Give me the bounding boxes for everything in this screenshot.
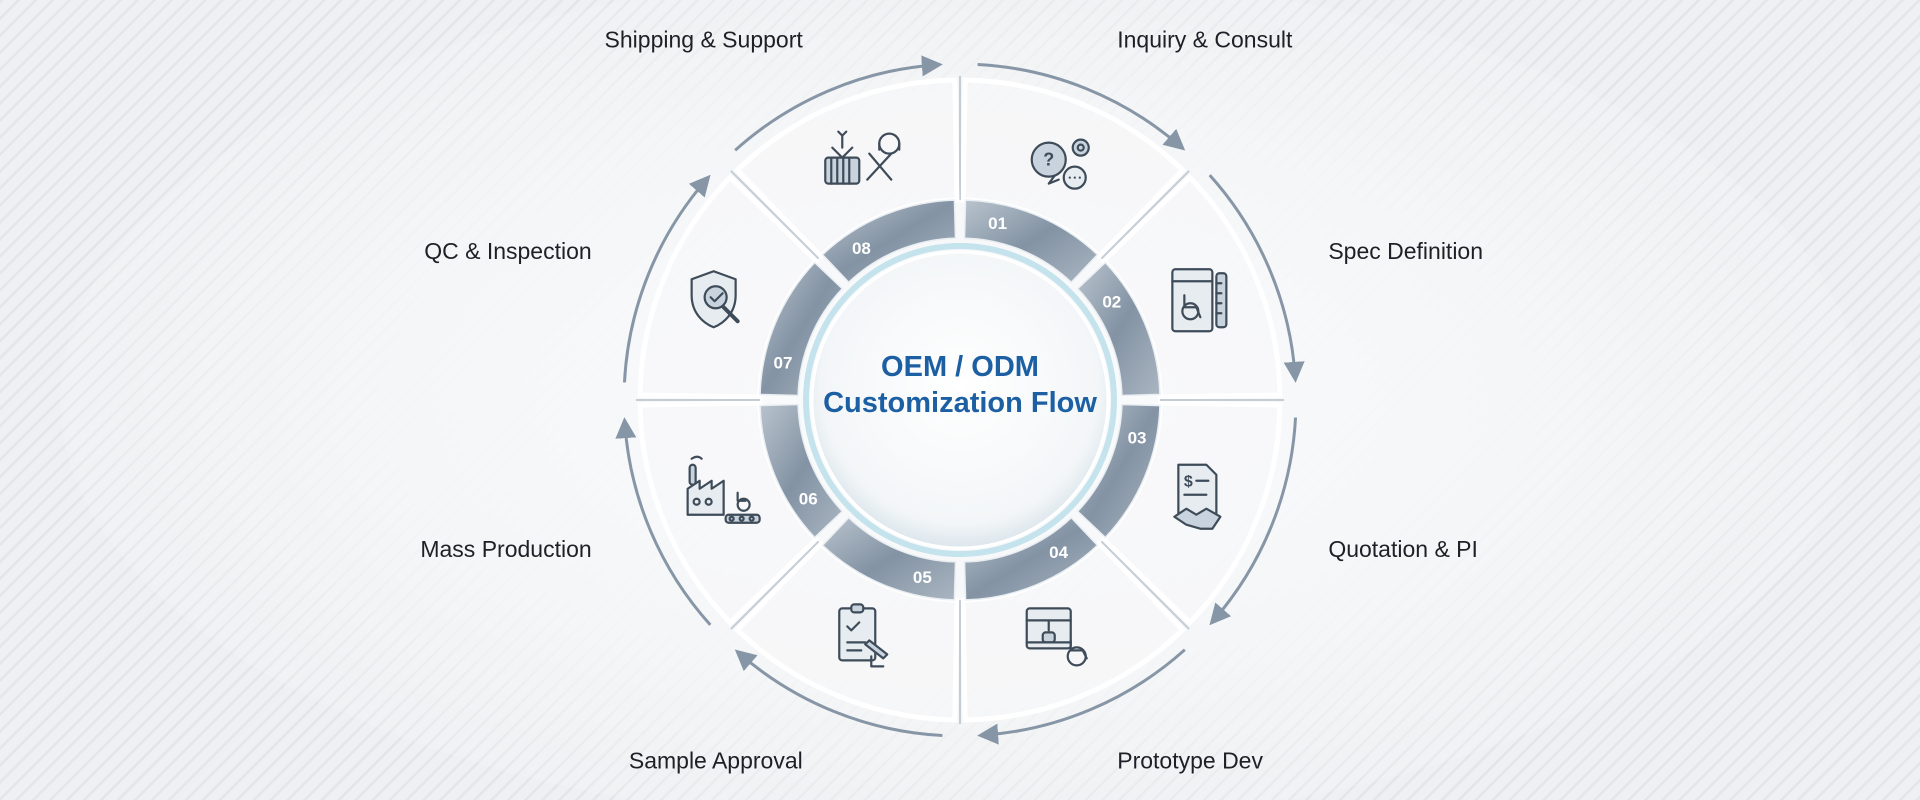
shield-check-magnifier-icon <box>690 270 740 329</box>
stage-label-04: Prototype Dev <box>1117 747 1263 773</box>
stage-label-07: QC & Inspection <box>424 238 591 264</box>
svg-text:$: $ <box>1184 474 1193 491</box>
sector-divider <box>730 540 820 630</box>
ring-segment-08 <box>821 199 957 284</box>
svg-text:?: ? <box>1043 150 1054 170</box>
blueprint-wheelchair-icon <box>1171 268 1228 333</box>
factory-conveyor-icon <box>686 455 761 524</box>
flow-arrow-07 <box>622 174 711 383</box>
ring-segment-02 <box>1076 261 1161 397</box>
ring-segment-05 <box>821 516 957 601</box>
flow-arrow-03 <box>1209 417 1298 626</box>
sector-divider <box>1100 170 1190 260</box>
flow-arrows <box>615 55 1305 745</box>
step-number-05: 05 <box>913 568 932 587</box>
number-ring: 01 02 03 04 05 06 07 08 <box>759 199 1161 601</box>
stage-label-03: Quotation & PI <box>1328 536 1478 562</box>
step-number-03: 03 <box>1128 429 1147 448</box>
flow-arrow-02 <box>1208 174 1305 383</box>
step-number-01: 01 <box>988 214 1007 233</box>
ring-segment-04 <box>963 516 1099 601</box>
invoice-handshake-icon: $ <box>1173 463 1222 530</box>
flow-arrow-05 <box>734 649 943 738</box>
3d-printer-wheelchair-icon <box>1025 607 1088 667</box>
sector-divider <box>730 170 820 260</box>
step-number-04: 04 <box>1049 543 1068 562</box>
stage-label-05: Sample Approval <box>629 747 803 773</box>
center-title-line2: Customization Flow <box>823 387 1097 419</box>
stage-label-08: Shipping & Support <box>605 27 804 53</box>
stage-label-02: Spec Definition <box>1328 238 1483 264</box>
flow-arrow-04 <box>977 648 1186 745</box>
step-number-06: 06 <box>799 490 818 509</box>
step-number-07: 07 <box>773 353 792 372</box>
ring-segment-07 <box>759 261 844 397</box>
ring-segment-03 <box>1076 403 1161 539</box>
chat-gear-icon: ? <box>1030 138 1090 190</box>
flow-arrow-01 <box>977 62 1186 151</box>
center-hub: OEM / ODM Customization Flow <box>803 243 1117 557</box>
ring-segment-01 <box>963 199 1099 284</box>
stage-label-01: Inquiry & Consult <box>1117 27 1293 53</box>
center-disc <box>810 250 1110 550</box>
center-title-line1: OEM / ODM <box>881 351 1039 383</box>
step-number-08: 08 <box>852 239 871 258</box>
clipboard-check-icon <box>838 603 889 668</box>
step-number-02: 02 <box>1102 292 1121 311</box>
center-glow-ring <box>803 243 1117 557</box>
flow-arrow-06 <box>615 417 712 626</box>
sector-divider <box>1100 540 1190 630</box>
stage-icons: ?$ <box>686 130 1228 668</box>
container-tools-headset-icon <box>824 130 901 185</box>
ring-segment-06 <box>759 403 844 539</box>
flow-arrow-08 <box>734 55 943 152</box>
stage-label-06: Mass Production <box>420 536 591 562</box>
